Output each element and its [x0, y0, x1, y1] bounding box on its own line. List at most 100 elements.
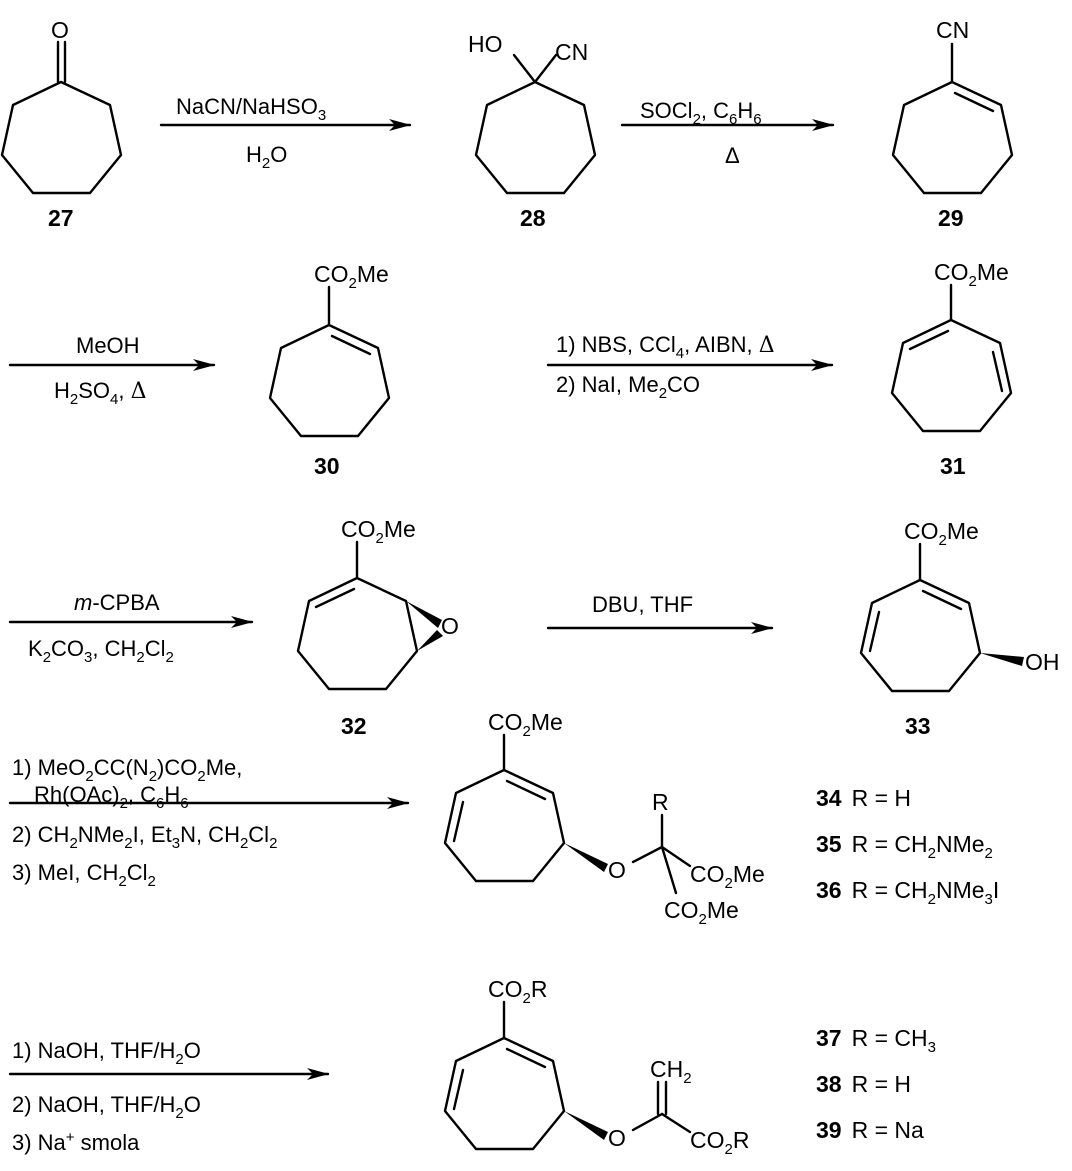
reaction-arrow-4: 1) NBS, CCl4, AIBN, Δ 2) NaI, Me2CO	[546, 332, 834, 402]
bond-c-to-ester1-34	[660, 845, 692, 868]
ester-label-31: CO2Me	[934, 259, 1009, 290]
ring-33-double-bond-a	[921, 589, 963, 611]
ether-oxygen-34: O	[608, 857, 626, 883]
reagent-1-bottom: H2O	[246, 142, 287, 172]
nitrile-label-29: CN	[936, 17, 969, 43]
hydroxyl-label: HO	[468, 31, 503, 57]
compound-number-31: 31	[940, 453, 966, 479]
ring-30	[268, 323, 391, 438]
bond-o-to-c-37	[631, 1112, 664, 1132]
compound-37-39: CO2R O CH2 CO2R	[443, 976, 749, 1158]
hydroxyl-label-33: OH	[1025, 649, 1060, 675]
compound-number-29: 29	[938, 205, 964, 231]
reagent-4-top: 1) NBS, CCl4, AIBN, Δ	[556, 332, 775, 362]
reaction-arrow-8: 1) NaOH, THF/H2O 2) NaOH, THF/H2O 3) Na+…	[8, 1038, 330, 1155]
reagent-2-bottom: Δ	[725, 143, 740, 168]
epoxide-wedge-1	[406, 601, 442, 628]
ester-1-label-34: CO2Me	[690, 861, 765, 892]
compound-number-28: 28	[520, 205, 546, 231]
bond-o-to-c-34	[631, 845, 664, 864]
ring-29	[891, 80, 1014, 195]
ring-29-double-bond	[953, 91, 995, 113]
compound-number-30: 30	[314, 453, 340, 479]
compound-number-32: 32	[341, 713, 367, 739]
oxygen-label: O	[51, 17, 69, 43]
ring-31-double-bond-b	[991, 350, 1004, 393]
reagent-7-line4: 3) MeI, CH2Cl2	[12, 860, 156, 890]
epoxide-oxygen-label: O	[441, 613, 459, 639]
reaction-arrow-3: MeOH H2SO4, Δ	[8, 333, 216, 408]
ester-label-34: CO2Me	[488, 709, 563, 740]
ring-31	[890, 318, 1013, 433]
ring-34-double-bond-b	[452, 800, 465, 843]
r-group-label-34: R	[652, 789, 669, 815]
ether-wedge-34	[564, 843, 608, 872]
compound-34-36: CO2Me O R CO2Me CO2Me	[443, 709, 765, 928]
ester-label-33: CO2Me	[904, 518, 979, 549]
reagent-8-line2: 2) NaOH, THF/H2O	[12, 1092, 201, 1122]
ester-label-32: CO2Me	[341, 516, 416, 547]
ring-37-double-bond-a	[505, 1047, 547, 1069]
reagent-3-bottom: H2SO4, Δ	[54, 378, 147, 408]
reagent-5-top: m-CPBA	[74, 590, 160, 615]
ring-37-double-bond-b	[452, 1068, 465, 1111]
ring-30-double-bond	[330, 334, 372, 356]
compound-27: O 27	[0, 17, 123, 231]
bond-c-to-ester2-34	[660, 845, 678, 895]
ring-34-double-bond-a	[505, 779, 547, 801]
ester-label-30: CO2Me	[314, 261, 389, 292]
nitrile-label: CN	[555, 39, 588, 65]
ring-34	[443, 768, 566, 883]
ether-wedge-37	[564, 1111, 608, 1140]
ring-28	[474, 80, 597, 195]
reagent-6-top: DBU, THF	[592, 592, 693, 617]
ring-31-double-bond-a	[908, 329, 950, 351]
ester-label-37: CO2R	[488, 976, 547, 1007]
methylene-label: CH2	[650, 1056, 692, 1087]
reagent-8-line1: 1) NaOH, THF/H2O	[12, 1038, 201, 1068]
reagent-7-line3: 2) CH2NMe2I, Et3N, CH2Cl2	[12, 822, 277, 852]
reaction-arrow-1: NaCN/NaHSO3 H2O	[159, 94, 412, 172]
ring-27	[0, 80, 123, 195]
reaction-arrow-5: m-CPBA K2CO3, CH2Cl2	[8, 590, 254, 666]
ring-33-double-bond-b	[868, 610, 881, 653]
ether-oxygen-37: O	[608, 1125, 626, 1151]
reagent-3-top: MeOH	[76, 333, 140, 358]
reagent-5-bottom: K2CO3, CH2Cl2	[28, 636, 174, 666]
reagent-7-line2: Rh(OAc)2, C6H6	[34, 782, 189, 812]
ring-37	[443, 1036, 566, 1151]
ester-2-label-37: CO2R	[690, 1127, 749, 1158]
reaction-arrow-2: SOCl2, C6H6 Δ	[620, 98, 835, 168]
reaction-arrow-6: DBU, THF	[546, 592, 774, 634]
reaction-arrow-7: 1) MeO2CC(N2)CO2Me, Rh(OAc)2, C6H6 2) CH…	[8, 755, 410, 890]
compound-31: CO2Me 31	[890, 259, 1013, 479]
bond-c-to-ester-37	[660, 1112, 692, 1134]
epoxide-wedge-2	[417, 630, 443, 651]
bond-to-cn	[533, 53, 558, 84]
bond-to-ho	[512, 53, 537, 84]
hydroxyl-wedge	[980, 653, 1024, 666]
compound-28: HO CN 28	[468, 31, 597, 231]
reagent-8-line3: 3) Na+ smola	[12, 1129, 140, 1155]
reagent-7-line1: 1) MeO2CC(N2)CO2Me,	[12, 755, 242, 785]
ring-33	[859, 578, 982, 693]
ring-32-double-bond	[314, 587, 356, 609]
compound-number-33: 33	[905, 713, 931, 739]
compound-30: CO2Me 30	[268, 261, 391, 479]
compound-32: CO2Me O 32	[296, 516, 459, 739]
compound-29: CN 29	[891, 17, 1014, 231]
ester-2-label-34: CO2Me	[664, 897, 739, 928]
reagent-1-top: NaCN/NaHSO3	[176, 94, 326, 124]
compound-number-27: 27	[48, 205, 74, 231]
compound-33: CO2Me OH 33	[859, 518, 1060, 739]
